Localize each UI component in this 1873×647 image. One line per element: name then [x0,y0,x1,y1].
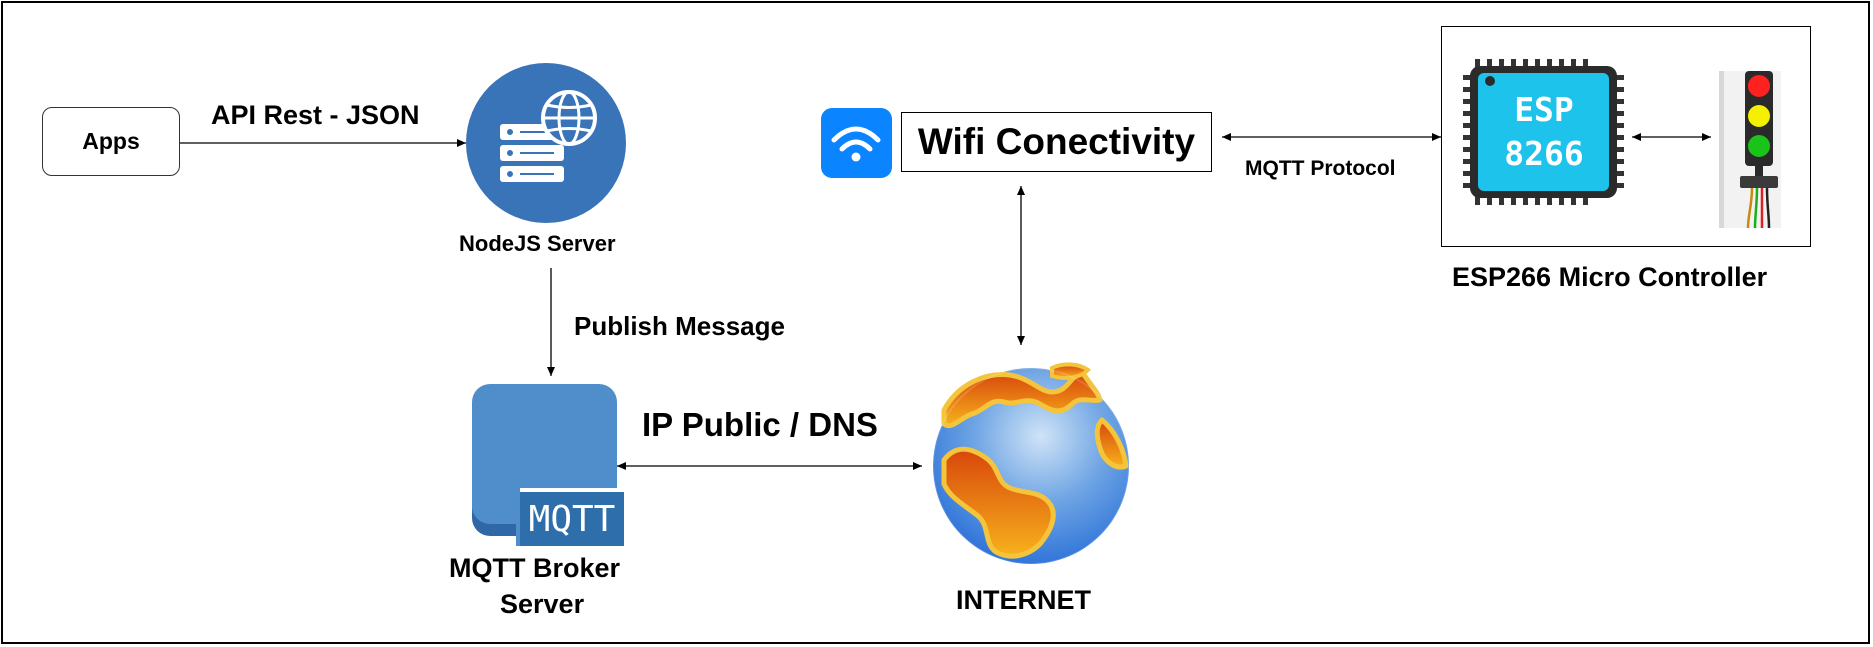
wifi-label: Wifi Conectivity [917,121,1196,162]
mqtt-badge-label: MQTT [529,499,616,540]
esp-chip-line2: 8266 [1504,134,1583,173]
mqtt-broker-label-line1: MQTT Broker [449,553,621,583]
wifi-icon [821,108,892,178]
esp-controller-panel [1441,26,1811,247]
server-globe-icon [466,63,626,223]
mqtt-broker-label-line2: Server [500,589,585,619]
edge-label-publish-message: Publish Message [574,311,785,341]
esp-controller-label: ESP266 Micro Controller [1452,262,1768,292]
internet-globe-icon [932,362,1130,565]
wifi-connectivity-node: Wifi Conectivity [901,112,1212,172]
edge-label-api-rest: API Rest - JSON [211,100,420,130]
internet-label: INTERNET [956,585,1091,615]
mqtt-broker-icon: MQTT [472,384,624,546]
esp-chip-line1: ESP [1514,90,1574,129]
edge-label-ip-public-dns: IP Public / DNS [642,406,878,443]
apps-node: Apps [42,107,180,176]
edge-label-mqtt-protocol: MQTT Protocol [1245,157,1396,180]
traffic-light-icon [1719,71,1781,229]
apps-label: Apps [82,128,140,154]
nodejs-server-label: NodeJS Server [459,231,616,256]
esp8266-chip-icon: ESP 8266 [1463,59,1624,205]
